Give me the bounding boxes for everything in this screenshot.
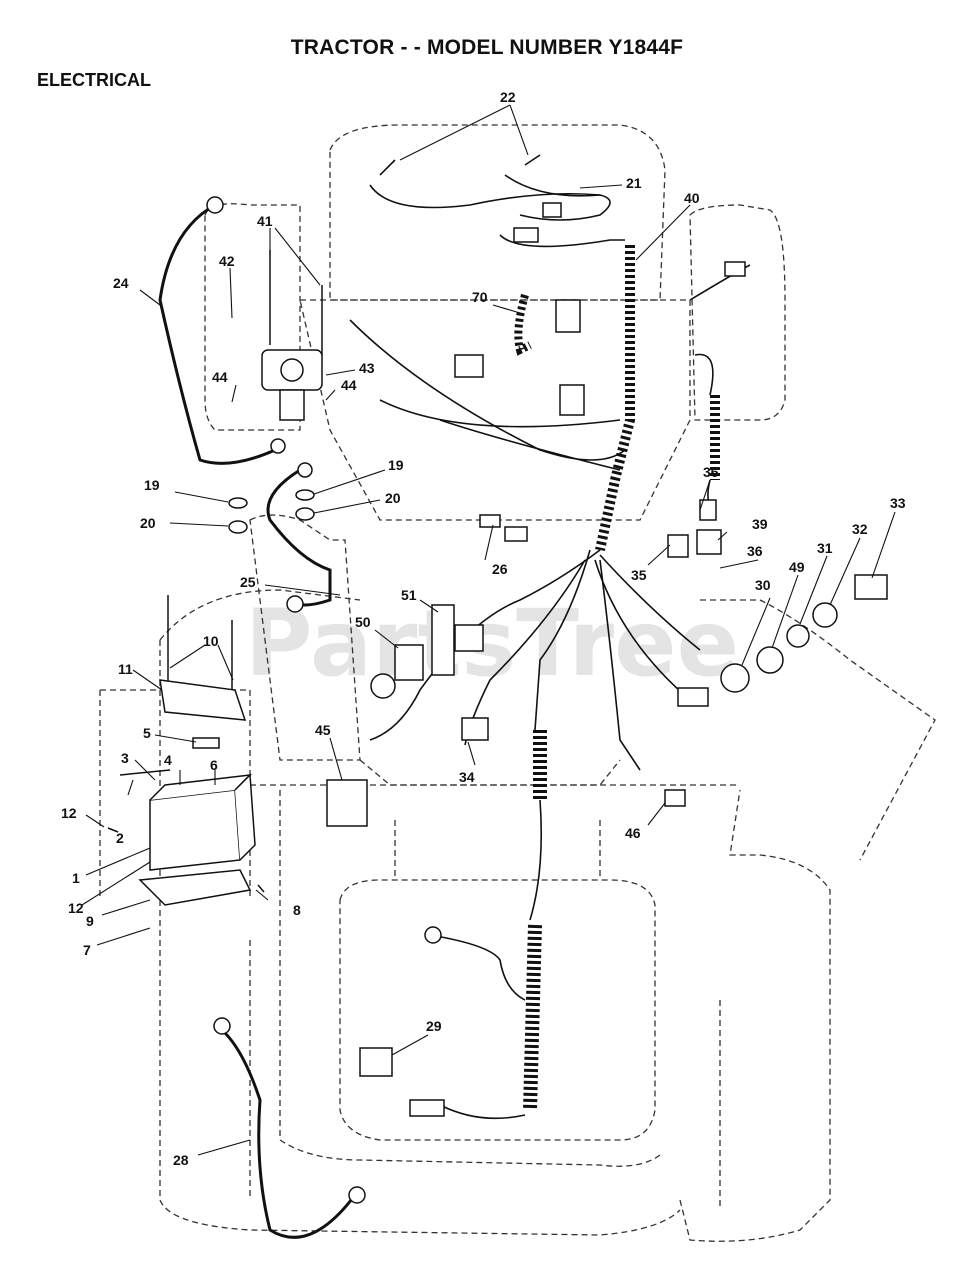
callout-26: 26: [492, 561, 508, 577]
leader-lines: [81, 104, 896, 1156]
callout-43: 43: [359, 360, 375, 376]
components: [107, 196, 888, 1204]
callout-34: 34: [459, 769, 475, 785]
callout-9: 9: [86, 913, 94, 929]
section-label: ELECTRICAL: [37, 70, 151, 90]
callout-50: 50: [355, 614, 371, 630]
callout-12-left: 12: [61, 805, 77, 821]
callout-3: 3: [121, 750, 129, 766]
callout-41: 41: [257, 213, 273, 229]
callout-24: 24: [113, 275, 129, 291]
callout-45: 45: [315, 722, 331, 738]
callout-7: 7: [83, 942, 91, 958]
callout-46: 46: [625, 825, 641, 841]
callout-2: 2: [116, 830, 124, 846]
callout-42: 42: [219, 253, 235, 269]
callout-30: 30: [755, 577, 771, 593]
callout-39: 39: [752, 516, 768, 532]
callout-44-right: 44: [341, 377, 357, 393]
callout-20-left: 20: [140, 515, 156, 531]
callout-19-right: 19: [388, 457, 404, 473]
callout-35: 35: [631, 567, 647, 583]
callout-5: 5: [143, 725, 151, 741]
callout-12-right: 8: [293, 902, 301, 918]
callout-44-left: 44: [212, 369, 228, 385]
callout-36-top: 36: [703, 464, 719, 480]
callout-49: 49: [789, 559, 805, 575]
callout-19-left: 19: [144, 477, 160, 493]
callout-22: 22: [500, 89, 516, 105]
diagram-title: TRACTOR - - MODEL NUMBER Y1844F: [290, 36, 684, 59]
callout-29: 29: [426, 1018, 442, 1034]
callout-32: 32: [852, 521, 868, 537]
callout-33: 33: [890, 495, 906, 511]
callout-11: 11: [118, 661, 133, 677]
callout-21: 21: [626, 175, 642, 191]
callout-31: 31: [817, 540, 833, 556]
callout-8: 12: [68, 900, 84, 916]
callout-10: 10: [203, 633, 219, 649]
callout-70: 70: [472, 289, 488, 305]
callout-25: 25: [240, 574, 256, 590]
callout-51: 51: [401, 587, 417, 603]
ring-terminal: [206, 196, 224, 214]
callout-20-right: 20: [385, 490, 401, 506]
watermark-text: PartsTree: [245, 590, 739, 697]
callout-1: 1: [72, 870, 80, 886]
callout-4: 4: [164, 752, 172, 768]
callout-labels: 22 21 40 70 41 42 24 43 44 44 19 19 20 2…: [61, 89, 906, 1168]
callout-6: 6: [210, 757, 218, 773]
callout-40: 40: [684, 190, 700, 206]
callout-36-bottom: 36: [747, 543, 763, 559]
callout-28: 28: [173, 1152, 189, 1168]
battery: [149, 789, 241, 871]
